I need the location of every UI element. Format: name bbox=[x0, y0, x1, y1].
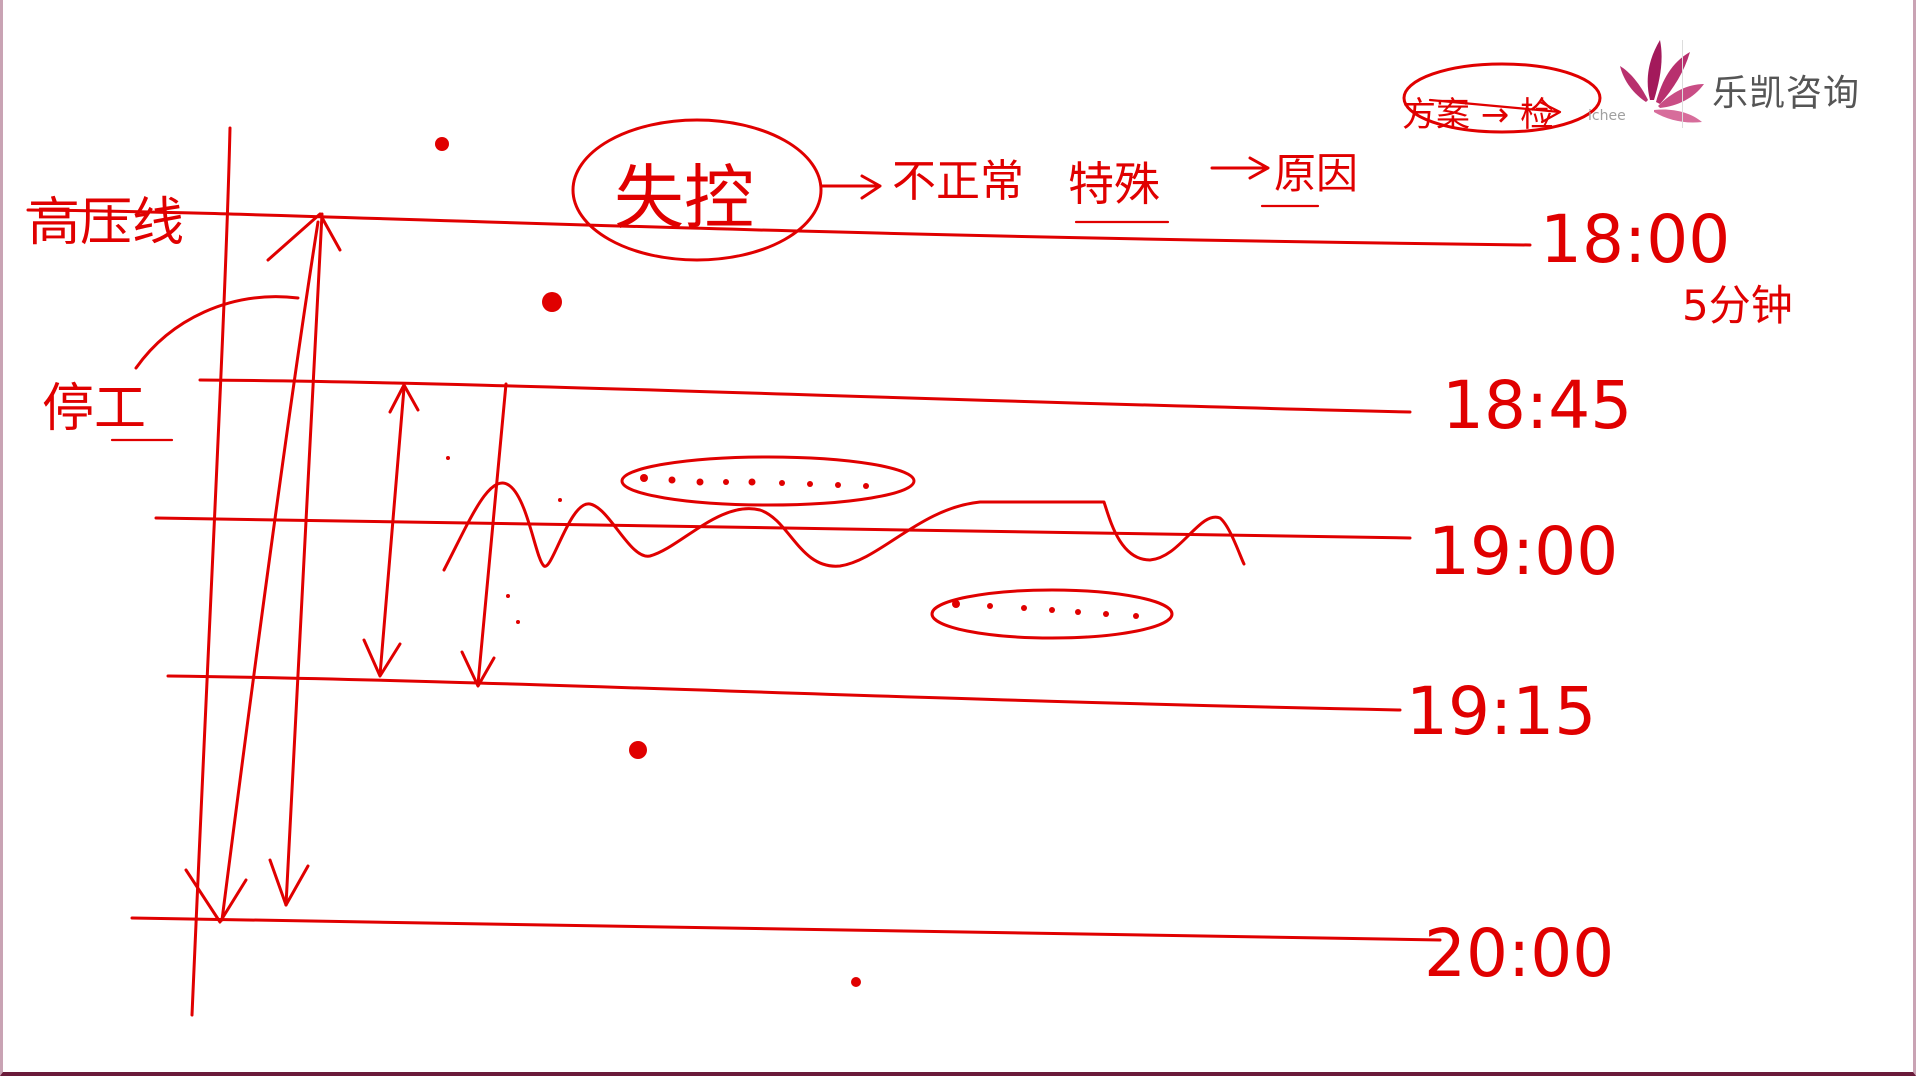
process-wave bbox=[442, 481, 1246, 572]
top-right-scribble-oval bbox=[1402, 62, 1602, 134]
arrow-chain-1 bbox=[820, 174, 882, 200]
time-label-20-00: 20:00 bbox=[1424, 915, 1614, 992]
arrow-range-mid-2 bbox=[476, 382, 508, 686]
time-label-19-00: 19:00 bbox=[1428, 513, 1618, 590]
brand-name: 乐凯咨询 bbox=[1712, 73, 1861, 114]
stray-dots bbox=[435, 137, 861, 987]
brand-subtext: ichee bbox=[1588, 108, 1626, 124]
arrow-head-down-full bbox=[268, 858, 310, 907]
data-oval-lower bbox=[930, 588, 1174, 640]
curve-stop-pointer bbox=[134, 295, 300, 370]
data-oval-upper bbox=[620, 455, 916, 507]
arrow-head-up-full bbox=[266, 212, 342, 262]
label-top-right-scribble: 方案 → 检 bbox=[1402, 95, 1554, 135]
label-out-of-control: 失控 bbox=[614, 157, 754, 239]
data-points-lower bbox=[952, 600, 1139, 619]
arrow-chain-2 bbox=[1210, 156, 1270, 180]
arrow-head-up-mid bbox=[388, 383, 420, 414]
line-19-15 bbox=[166, 674, 1402, 712]
arrow-head-down-mid-2 bbox=[460, 650, 496, 688]
arrow-head-down-mid bbox=[362, 638, 402, 678]
time-label-18-45: 18:45 bbox=[1442, 367, 1632, 444]
circle-out-of-control bbox=[571, 118, 823, 262]
arrow-head-diag bbox=[184, 868, 248, 924]
brand-logo-icon bbox=[1620, 40, 1704, 123]
arrow-range-diag bbox=[220, 220, 320, 922]
label-abnormal: 不正常 bbox=[892, 156, 1024, 207]
arrow-range-mid bbox=[378, 386, 406, 677]
brand-divider bbox=[1682, 40, 1683, 128]
label-five-minutes: 5分钟 bbox=[1682, 281, 1793, 330]
label-special: 特殊 bbox=[1068, 157, 1160, 211]
time-label-19-15: 19:15 bbox=[1406, 673, 1596, 750]
line-18-00 bbox=[26, 208, 1532, 247]
label-high-pressure: 高压线 bbox=[28, 193, 184, 253]
line-18-45 bbox=[198, 378, 1412, 414]
data-points-upper bbox=[640, 474, 869, 489]
vertical-axis bbox=[190, 126, 232, 1017]
arrow-range-full bbox=[284, 212, 324, 907]
line-20-00 bbox=[130, 916, 1442, 942]
label-stop-work: 停工 bbox=[42, 379, 146, 439]
label-cause: 原因 bbox=[1274, 149, 1358, 198]
time-label-18-00: 18:00 bbox=[1540, 201, 1730, 278]
top-right-scribble-arrow bbox=[1428, 98, 1562, 124]
